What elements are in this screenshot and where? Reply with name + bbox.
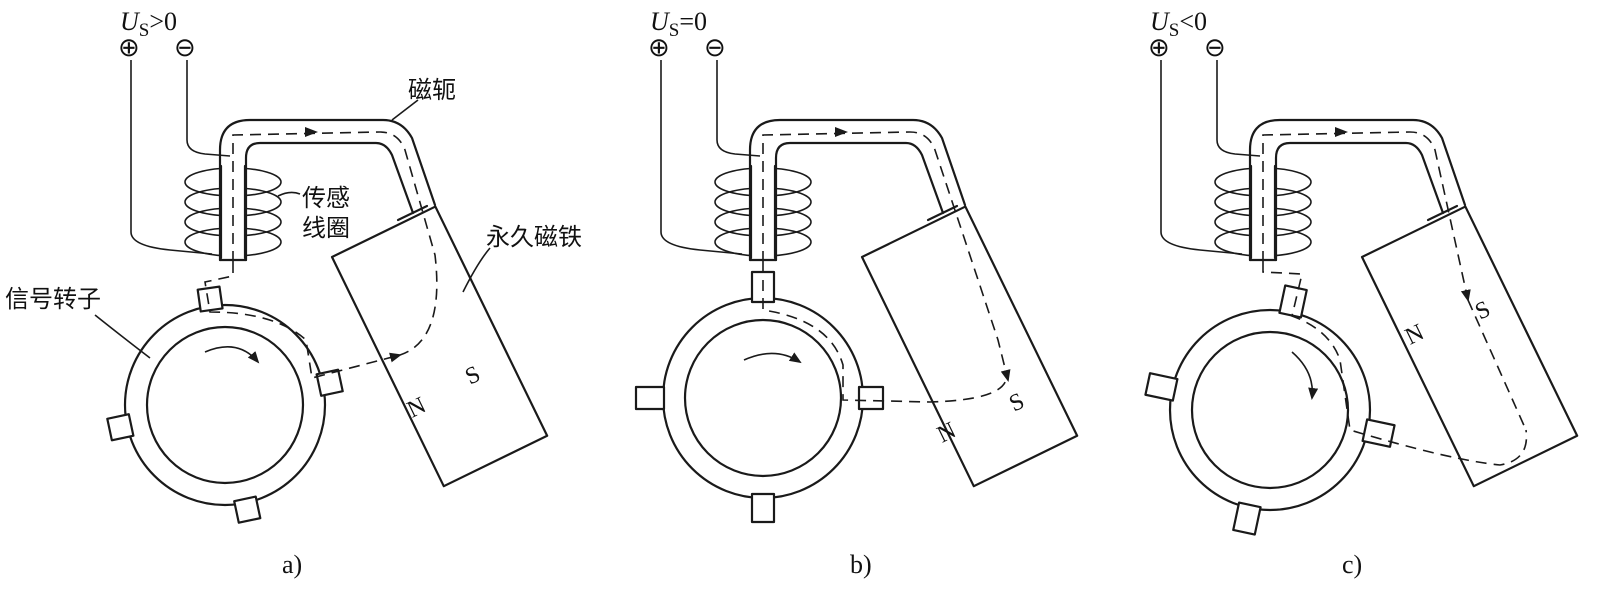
lead-wire-minus	[1216, 60, 1261, 157]
flux-path	[204, 262, 402, 379]
signal-rotor	[634, 270, 885, 524]
voltage-label: US>0	[120, 7, 177, 41]
permanent-magnet	[1360, 205, 1579, 488]
rotation-arrow	[1291, 351, 1319, 400]
flux-path-upper	[1262, 131, 1471, 302]
plus-terminal: ⊕	[648, 33, 670, 62]
yoke	[1248, 118, 1467, 262]
yoke-magnet-joint	[926, 204, 959, 222]
flux-path	[1262, 262, 1528, 466]
plus-terminal: ⊕	[118, 33, 140, 62]
voltage-label: US=0	[650, 7, 707, 41]
flux-path-upper	[762, 131, 1011, 382]
flux-arrow	[1335, 127, 1348, 137]
rotor-label: 信号转子	[5, 285, 101, 313]
yoke	[218, 118, 437, 262]
caption-c: c)	[1342, 550, 1362, 579]
yoke-leader	[391, 99, 419, 121]
permanent-magnet	[860, 205, 1079, 488]
plus-terminal: ⊕	[1148, 33, 1170, 62]
coil-leader	[277, 191, 301, 197]
minus-terminal: ⊖	[704, 33, 726, 62]
lead-wire-plus	[660, 60, 743, 255]
lead-wire-minus	[186, 60, 231, 157]
coil-label-line2: 线圈	[302, 214, 350, 242]
caption-b: b)	[850, 550, 872, 579]
panel-a: US>0 ⊕ ⊖	[5, 7, 582, 579]
signal-rotor	[1144, 284, 1396, 536]
panel-b: US=0 ⊕ ⊖	[634, 7, 1079, 579]
flux-path-lower	[1467, 299, 1527, 431]
flux-arrow	[305, 127, 318, 137]
lead-wire-minus	[716, 60, 761, 157]
panel-c: US<0 ⊕ ⊖	[1144, 7, 1579, 579]
coil-label-line1: 传感	[302, 184, 350, 212]
flux-path-upper	[232, 131, 438, 356]
magnet-leader	[462, 247, 491, 293]
lead-wire-plus	[130, 60, 213, 255]
magnet-label: 永久磁铁	[486, 223, 582, 251]
yoke	[748, 118, 967, 262]
flux-arrow	[835, 127, 848, 137]
rotation-arrow	[743, 352, 802, 364]
yoke-label: 磁轭	[408, 76, 456, 104]
rotor-leader	[94, 314, 151, 359]
voltage-label: US<0	[1150, 7, 1207, 41]
minus-terminal: ⊖	[1204, 33, 1226, 62]
minus-terminal: ⊖	[174, 33, 196, 62]
signal-rotor	[106, 285, 344, 524]
flux-path	[762, 262, 1007, 403]
yoke-magnet-joint	[1426, 204, 1459, 222]
caption-a: a)	[282, 550, 302, 579]
rotation-arrow	[204, 346, 260, 364]
lead-wire-plus	[1160, 60, 1243, 255]
permanent-magnet	[330, 205, 549, 488]
